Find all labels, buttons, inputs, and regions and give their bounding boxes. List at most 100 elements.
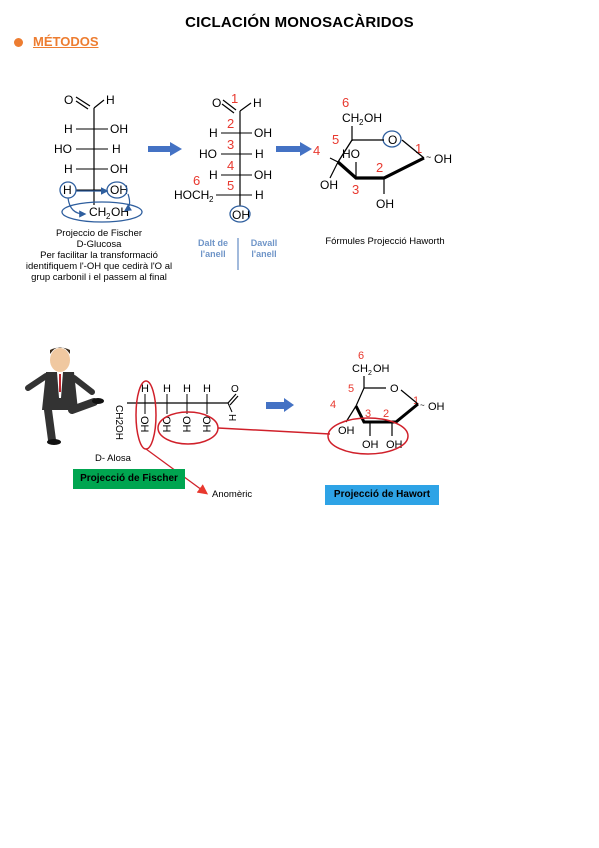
section-heading: MÉTODOS <box>33 34 99 49</box>
anomeric-label: Anomèric <box>212 489 253 500</box>
svg-text:OH: OH <box>138 416 150 433</box>
ring-below-label: Davall l'anell <box>241 238 287 260</box>
fischer-alose: CH2OH H H H H OH OH OH OH O H <box>113 380 331 495</box>
svg-text:4: 4 <box>330 399 336 411</box>
svg-text:2: 2 <box>359 118 364 127</box>
caption-line: Per facilitar la transformació <box>40 250 158 261</box>
svg-text:H: H <box>63 183 72 197</box>
svg-text:1: 1 <box>231 91 238 106</box>
svg-text:5: 5 <box>348 383 354 395</box>
svg-text:3: 3 <box>365 408 371 420</box>
svg-text:O: O <box>64 93 73 107</box>
svg-text:OH: OH <box>338 425 355 437</box>
svg-text:3: 3 <box>352 182 359 197</box>
svg-text:CH: CH <box>342 111 359 125</box>
fischer-caption: Projeccio de Fischer D-Glucosa Per facil… <box>4 228 194 283</box>
label-line: Dalt de <box>197 238 228 248</box>
svg-text:OH: OH <box>373 363 390 375</box>
svg-text:HOCH: HOCH <box>174 188 209 202</box>
fischer-projection-label: Projecció de Fischer <box>73 469 185 489</box>
svg-text:CH: CH <box>89 205 106 219</box>
svg-text:OH: OH <box>254 126 272 140</box>
arrow-icon <box>276 142 312 156</box>
sugar-name: D- Alosa <box>95 453 131 464</box>
label-line: l'anell <box>200 249 226 259</box>
arrow-icon <box>148 142 182 156</box>
svg-text:2: 2 <box>209 195 214 204</box>
svg-text:OH: OH <box>364 111 382 125</box>
svg-text:H: H <box>112 142 121 156</box>
h-top-labels: H H H H <box>141 383 211 403</box>
svg-text:HO: HO <box>54 142 72 156</box>
svg-text:O: O <box>388 133 397 147</box>
svg-text:2: 2 <box>106 212 111 221</box>
svg-text:OH: OH <box>232 208 250 222</box>
svg-text:~: ~ <box>420 401 425 410</box>
svg-text:4: 4 <box>313 143 320 158</box>
svg-text:H: H <box>253 96 262 110</box>
svg-text:HO: HO <box>199 147 217 161</box>
svg-text:OH: OH <box>376 197 394 211</box>
haworth-projection-label: Projecció de Hawort <box>325 485 439 505</box>
svg-text:5: 5 <box>332 132 339 147</box>
svg-text:H: H <box>163 383 171 395</box>
svg-text:OH: OH <box>434 152 452 166</box>
svg-text:H: H <box>255 188 264 202</box>
svg-text:O: O <box>231 384 239 395</box>
label-line: l'anell <box>251 249 277 259</box>
svg-text:2: 2 <box>376 160 383 175</box>
svg-text:CH2OH: CH2OH <box>113 405 124 440</box>
page-title: CICLACIÓN MONOSACÀRIDOS <box>185 14 414 31</box>
svg-text:O: O <box>212 96 221 110</box>
svg-text:5: 5 <box>227 178 234 193</box>
svg-text:4: 4 <box>227 158 234 173</box>
svg-text:O: O <box>390 383 399 395</box>
arrow-icon <box>266 398 294 412</box>
svg-text:OH: OH <box>110 183 128 197</box>
svg-text:1: 1 <box>415 141 422 156</box>
svg-text:H: H <box>209 168 218 182</box>
svg-text:OH: OH <box>362 439 379 451</box>
svg-text:H: H <box>226 414 237 421</box>
svg-text:1: 1 <box>413 395 419 407</box>
businessman-illustration <box>25 347 104 445</box>
svg-text:H: H <box>203 383 211 395</box>
svg-text:OH: OH <box>428 401 445 413</box>
caption-line: identifiquem l'-OH que cedirà l'O al <box>25 261 173 272</box>
svg-text:H: H <box>141 383 149 395</box>
svg-text:2: 2 <box>227 116 234 131</box>
caption-line: grup carbonil i el passem al final <box>31 272 167 283</box>
haworth-caption: Fórmules Projecció Haworth <box>325 236 445 247</box>
svg-text:HO: HO <box>342 147 360 161</box>
svg-text:OH: OH <box>320 178 338 192</box>
svg-text:6: 6 <box>193 173 200 188</box>
svg-text:OH: OH <box>110 122 128 136</box>
svg-text:H: H <box>183 383 191 395</box>
svg-text:CH: CH <box>352 363 368 375</box>
label-line: Davall <box>250 238 278 248</box>
oh-bottom-labels: OH OH OH OH <box>138 403 212 433</box>
caption-line: Projeccio de Fischer <box>55 228 143 239</box>
svg-text:OH: OH <box>110 162 128 176</box>
svg-text:6: 6 <box>342 95 349 110</box>
svg-text:2: 2 <box>368 370 372 377</box>
svg-text:H: H <box>64 122 73 136</box>
svg-text:6: 6 <box>358 350 364 362</box>
svg-text:H: H <box>64 162 73 176</box>
svg-text:3: 3 <box>227 137 234 152</box>
svg-text:H: H <box>209 126 218 140</box>
svg-text:OH: OH <box>160 416 172 433</box>
svg-text:~: ~ <box>426 152 431 162</box>
svg-text:2: 2 <box>383 408 389 420</box>
svg-text:OH: OH <box>111 205 129 219</box>
svg-text:OH: OH <box>254 168 272 182</box>
svg-text:OH: OH <box>180 416 192 433</box>
svg-text:OH: OH <box>200 416 212 433</box>
svg-text:H: H <box>255 147 264 161</box>
svg-text:H: H <box>106 93 115 107</box>
